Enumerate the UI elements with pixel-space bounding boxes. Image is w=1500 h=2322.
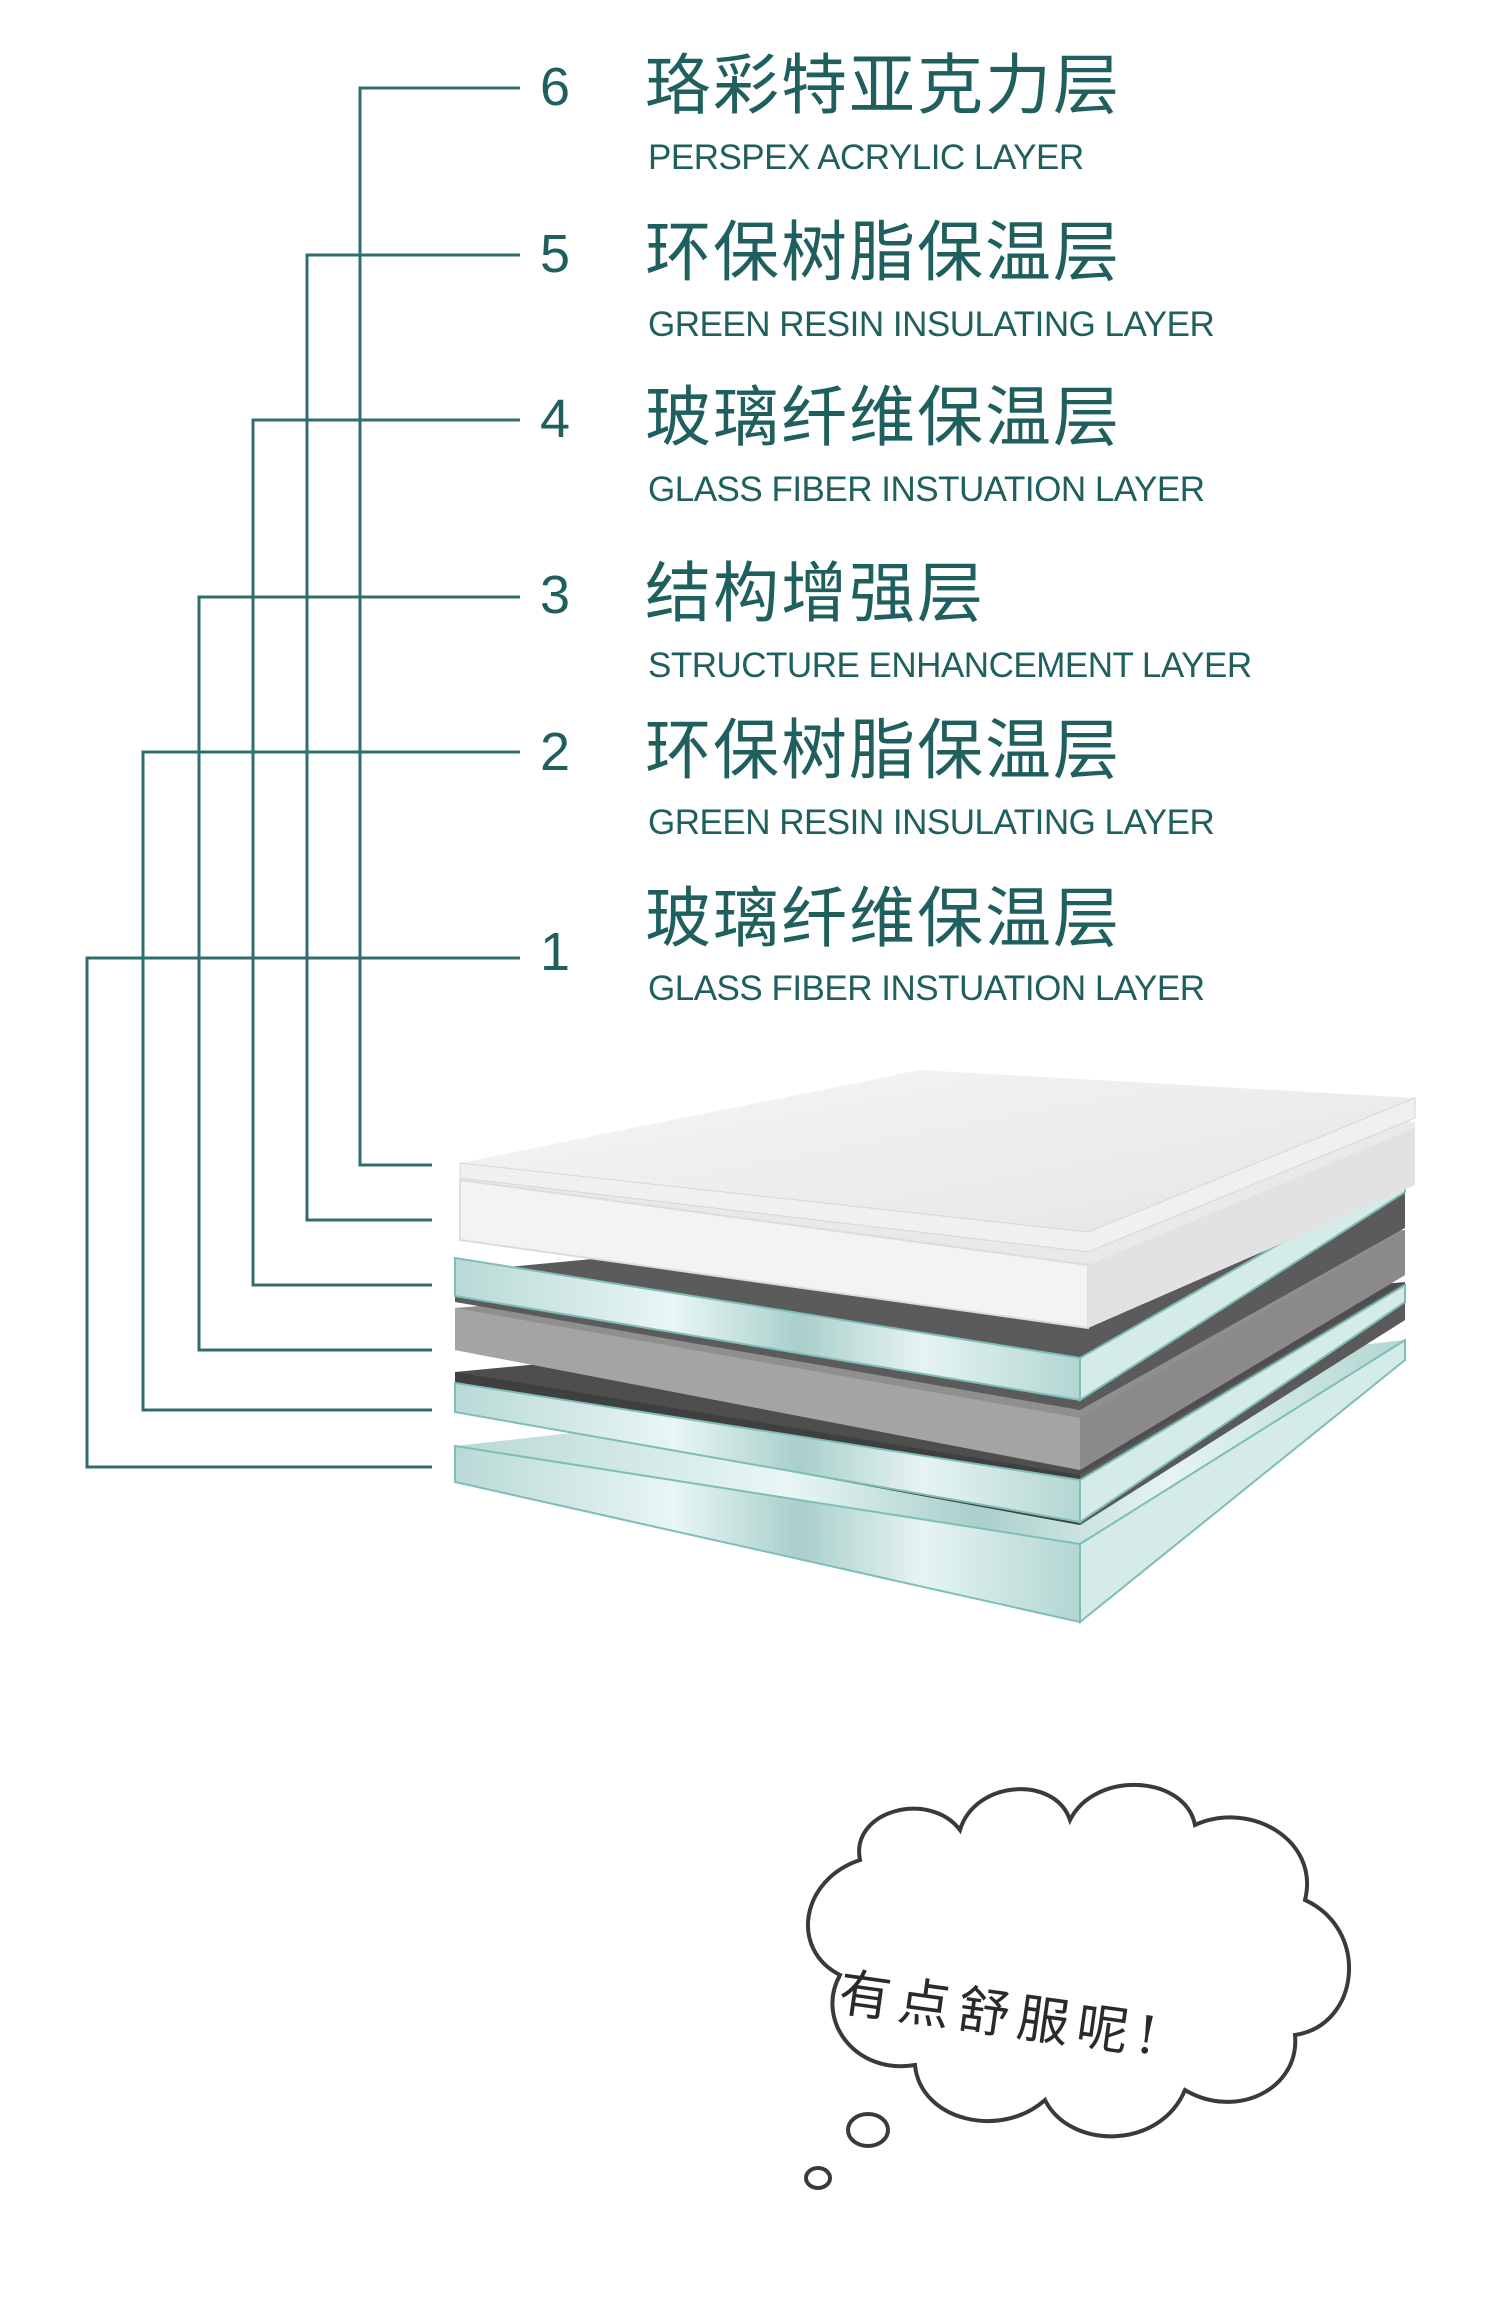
layer-name-cn: 结构增强层 [645,555,985,632]
layer-name-cn: 玻璃纤维保温层 [645,880,1121,957]
layer-number: 2 [540,722,571,782]
connector-5 [305,253,520,1222]
connector-1 [85,956,520,1469]
stack-layer-3 [454,1283,1406,1524]
layer-name-cn: 玻璃纤维保温层 [645,379,1121,456]
layer-number: 1 [540,922,571,982]
connector-3 [197,595,520,1352]
layer-name-en: PERSPEX ACRYLIC LAYER [648,138,1084,177]
layer-number: 3 [540,565,571,625]
layer-number: 4 [540,389,571,449]
connector-6 [358,86,520,1167]
connector-4 [251,418,520,1287]
stack-top-sheet [459,1070,1416,1253]
layer-name-en: GLASS FIBER INSTUATION LAYER [648,969,1205,1008]
connector-lines [85,86,520,1469]
layer-number: 5 [540,224,571,284]
layer-name-cn: 环保树脂保温层 [645,712,1121,789]
layer-name-cn: 珞彩特亚克力层 [645,47,1121,124]
layer-stack [454,1070,1416,1625]
connector-2 [141,750,520,1412]
layer-name-cn: 环保树脂保温层 [645,214,1121,291]
layer-name-en: GLASS FIBER INSTUATION LAYER [648,470,1205,509]
layer-name-en: STRUCTURE ENHANCEMENT LAYER [648,646,1252,685]
thought-cloud [804,1782,1351,2190]
layer-number: 6 [540,57,571,117]
layer-name-en: GREEN RESIN INSULATING LAYER [648,803,1215,842]
layer-name-en: GREEN RESIN INSULATING LAYER [648,305,1215,344]
